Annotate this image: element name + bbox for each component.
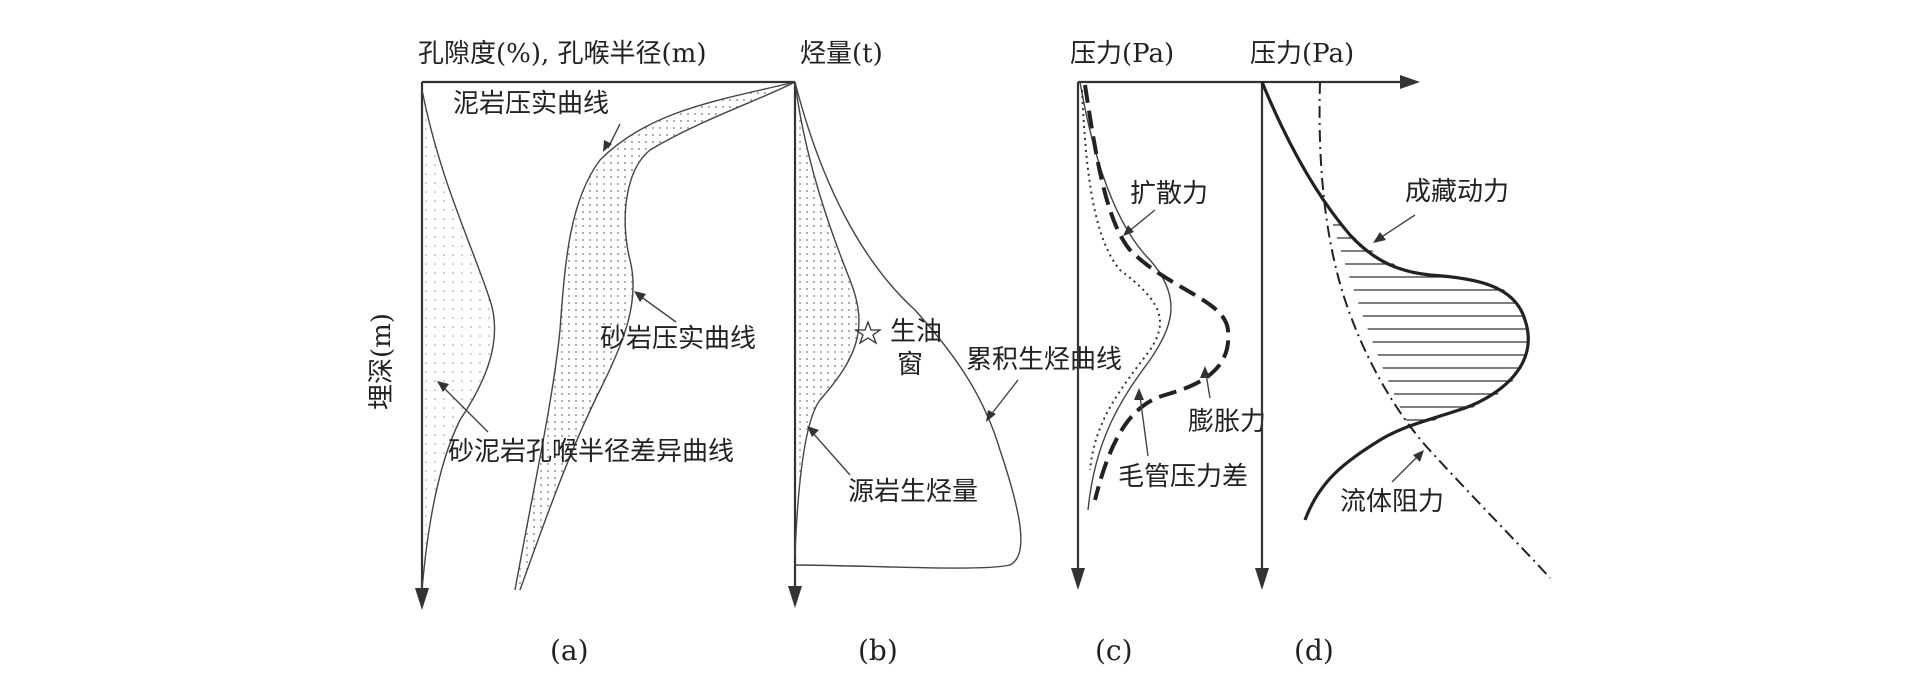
panel-a: 孔隙度(%), 孔喉半径(m) 埋深(m) 泥岩压实曲线 砂岩压实曲线 砂泥岩孔… bbox=[367, 39, 796, 667]
sandstone-pointer bbox=[639, 295, 677, 323]
mudstone-pointer-head bbox=[603, 140, 612, 152]
oil-window-star-icon bbox=[853, 320, 883, 345]
depth-label: 埋深(m) bbox=[367, 313, 397, 410]
source-rock-pointer-head bbox=[807, 426, 819, 437]
caption-b: (b) bbox=[858, 634, 898, 667]
cumulative-pointer bbox=[989, 379, 1019, 417]
difference-pointer-head bbox=[437, 381, 449, 392]
panel-d-depth-arrowhead bbox=[1255, 568, 1269, 590]
source-rock-pointer bbox=[811, 431, 851, 476]
difference-pointer bbox=[441, 385, 489, 433]
mudstone-curve-line bbox=[519, 81, 796, 591]
capillary-pointer bbox=[1139, 395, 1149, 457]
sandstone-curve-label: 砂岩压实曲线 bbox=[600, 324, 756, 354]
oil-window-label-2: 窗 bbox=[897, 350, 923, 380]
accumulation-pointer-head bbox=[1373, 232, 1386, 243]
panel-c-axis-title: 压力(Pa) bbox=[1070, 39, 1174, 69]
expansion-curve bbox=[1083, 84, 1231, 501]
resistance-pointer bbox=[1391, 455, 1419, 483]
panel-b-depth-arrowhead bbox=[788, 586, 802, 608]
panel-c-depth-arrowhead bbox=[1071, 568, 1085, 590]
source-rock-label: 源岩生烃量 bbox=[848, 477, 978, 507]
panel-c: 压力(Pa) 扩散力 膨胀力 毛管压力差 (c) bbox=[1070, 39, 1420, 667]
resistance-label: 流体阻力 bbox=[1340, 487, 1444, 517]
cumulative-pointer-head bbox=[986, 410, 996, 422]
panel-a-axis-title: 孔隙度(%), 孔喉半径(m) bbox=[418, 39, 706, 69]
panel-b: 烃量(t) 生油 窗 累积生烃曲线 源岩生烃量 (b) bbox=[788, 39, 1122, 667]
accumulation-pointer bbox=[1379, 214, 1416, 239]
expansion-pointer-head bbox=[1200, 366, 1210, 378]
accumulation-curve bbox=[1260, 81, 1530, 521]
oil-window-label-1: 生油 bbox=[890, 317, 942, 347]
panel-d: 压力(Pa) bbox=[1250, 39, 1551, 667]
accumulation-hatch bbox=[1330, 224, 1529, 421]
sandstone-curve-line bbox=[514, 81, 796, 591]
panel-cd-top-arrowhead bbox=[1400, 75, 1420, 89]
panel-b-axis-title: 烃量(t) bbox=[800, 39, 883, 69]
diffusion-pointer-head bbox=[1123, 225, 1134, 236]
sandstone-pointer-head bbox=[634, 291, 646, 302]
diffusion-label: 扩散力 bbox=[1130, 179, 1208, 209]
diffusion-pointer bbox=[1127, 209, 1156, 233]
caption-d: (d) bbox=[1294, 634, 1334, 667]
resistance-pointer-head bbox=[1413, 450, 1424, 462]
source-rock-curve bbox=[794, 81, 860, 556]
panel-d-axis-title: 压力(Pa) bbox=[1250, 39, 1354, 69]
cumulative-curve bbox=[794, 81, 1022, 569]
expansion-label: 膨胀力 bbox=[1188, 407, 1266, 437]
caption-c: (c) bbox=[1095, 634, 1133, 667]
difference-curve-label: 砂泥岩孔喉半径差异曲线 bbox=[448, 437, 734, 467]
capillary-pointer-head bbox=[1134, 388, 1144, 400]
caption-a: (a) bbox=[550, 634, 589, 667]
source-rock-area bbox=[795, 82, 859, 555]
accumulation-label: 成藏动力 bbox=[1405, 177, 1509, 207]
resistance-curve bbox=[1318, 81, 1551, 579]
difference-area bbox=[422, 90, 495, 590]
capillary-label: 毛管压力差 bbox=[1118, 462, 1248, 492]
cumulative-curve-label: 累积生烃曲线 bbox=[966, 345, 1122, 375]
panel-a-depth-arrowhead bbox=[415, 588, 429, 610]
mudstone-curve-label: 泥岩压实曲线 bbox=[453, 89, 609, 119]
difference-curve bbox=[421, 89, 496, 591]
compaction-band bbox=[515, 82, 795, 590]
